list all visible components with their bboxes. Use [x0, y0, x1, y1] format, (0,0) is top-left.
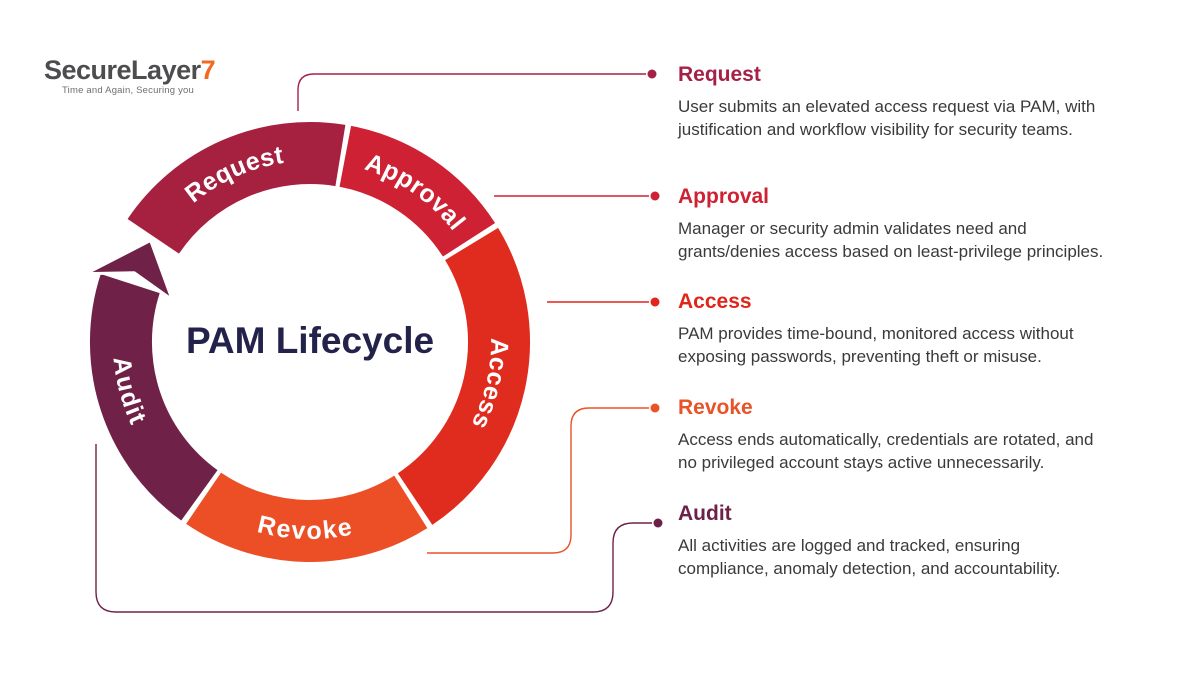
logo-brand-accent: 7 [200, 55, 216, 85]
item-title-approval: Approval [678, 185, 770, 208]
item-title-revoke: Revoke [678, 396, 753, 419]
connector-approval-dot [650, 191, 660, 201]
connector-audit-line [95, 444, 652, 613]
item-desc-line: User submits an elevated access request … [678, 97, 1096, 116]
logo-brand: SecureLayer [44, 55, 201, 85]
item-desc-line: compliance, anomaly detection, and accou… [678, 559, 1061, 578]
securelayer7-logo: SecureLayer7 Time and Again, Securing yo… [44, 56, 224, 96]
item-title-request: Request [678, 63, 761, 86]
segment-access-arc [397, 227, 530, 525]
connector-revoke-dot [650, 403, 660, 413]
logo-tagline: Time and Again, Securing you [62, 85, 194, 96]
item-desc-line: no privileged account stays active unnec… [678, 453, 1045, 472]
item-desc-line: exposing passwords, preventing theft or … [678, 347, 1042, 366]
item-desc-line: PAM provides time-bound, monitored acces… [678, 324, 1074, 343]
connector-request-dot [647, 69, 657, 79]
lifecycle-item-access: Access PAM provides time-bound, monitore… [678, 289, 1183, 368]
item-title-access: Access [678, 290, 752, 313]
item-desc-line: Manager or security admin validates need… [678, 219, 1027, 238]
item-desc-line: grants/denies access based on least-priv… [678, 242, 1104, 261]
item-desc-line: All activities are logged and tracked, e… [678, 536, 1021, 555]
lifecycle-item-audit: Audit All activities are logged and trac… [678, 501, 1183, 580]
cycle-arrowhead-icon [84, 238, 174, 302]
item-title-audit: Audit [678, 502, 732, 525]
diagram-center-title: PAM Lifecycle [185, 320, 435, 361]
connector-audit-dot [653, 518, 663, 528]
segment-audit-arc [89, 274, 219, 521]
connector-access-dot [650, 297, 660, 307]
segment-request-arc [127, 122, 346, 255]
connector-request-line [297, 73, 646, 111]
item-desc-line: Access ends automatically, credentials a… [678, 430, 1094, 449]
logo-brand-text: SecureLayer7 [44, 56, 224, 84]
lifecycle-item-approval: Approval Manager or security admin valid… [678, 184, 1183, 263]
segment-revoke-arc [186, 472, 428, 562]
connector-revoke-line [427, 407, 649, 554]
lifecycle-item-revoke: Revoke Access ends automatically, creden… [678, 395, 1183, 474]
lifecycle-item-request: Request User submits an elevated access … [678, 62, 1183, 141]
segment-approval-arc [338, 125, 496, 258]
item-desc-line: justification and workflow visibility fo… [678, 120, 1073, 139]
